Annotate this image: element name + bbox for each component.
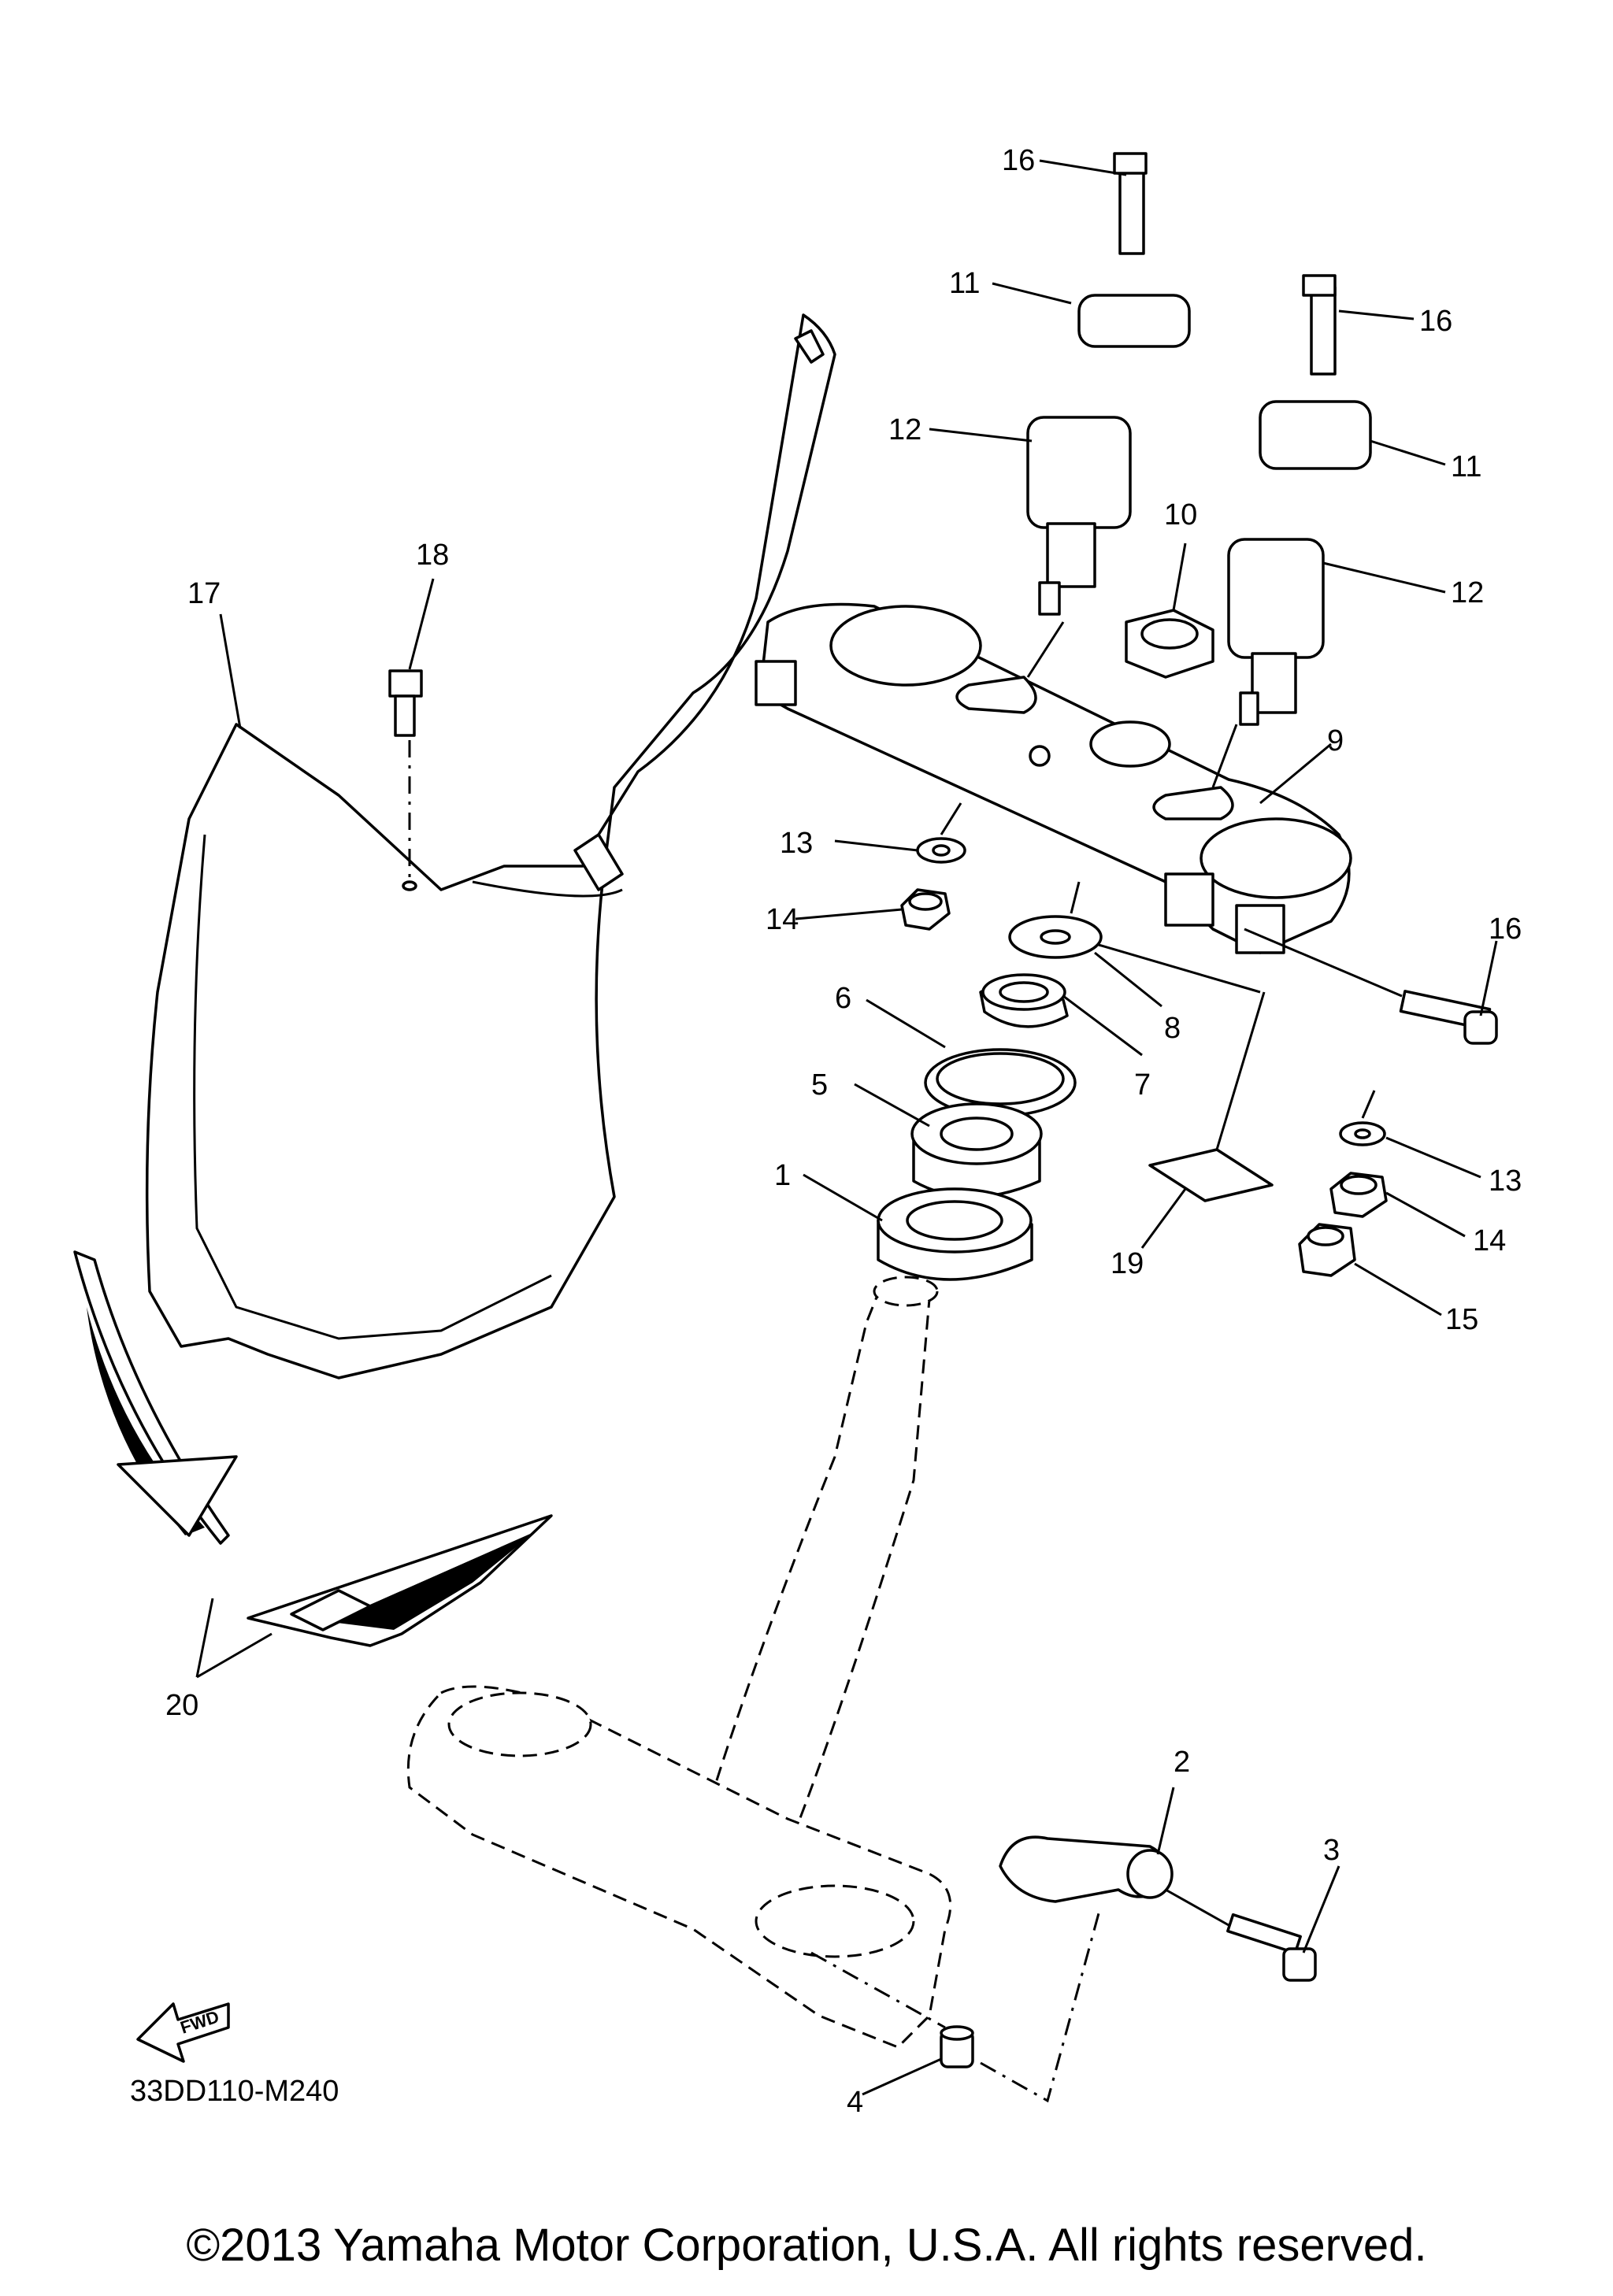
fwd-arrow-icon: FWD [136, 2002, 230, 2063]
callout-14a: 14 [766, 903, 799, 936]
washer-13-upper [916, 802, 966, 864]
bolt-3 [1165, 1888, 1317, 1982]
clamp-right [1211, 274, 1372, 788]
callout-3: 3 [1323, 1834, 1340, 1867]
callout-16a: 16 [1002, 144, 1035, 177]
callout-9: 9 [1327, 724, 1344, 757]
seal-6 [924, 1048, 1077, 1117]
callout-labels: 16 11 12 16 11 12 10 9 13 14 6 8 7 5 1 1… [165, 144, 1522, 2119]
callout-12b: 12 [1451, 576, 1484, 609]
bearing-5 [910, 1102, 1043, 1198]
bolt-16-side [1244, 928, 1498, 1045]
diagram-code: 33DD110-M240 [130, 2075, 339, 2108]
upper-bracket [755, 602, 1352, 954]
leader-lines [195, 159, 1498, 2096]
callout-17: 17 [187, 577, 221, 610]
steering-nut-10 [1125, 609, 1214, 679]
callout-11b: 11 [1451, 450, 1481, 483]
clamp-2 [999, 1787, 1175, 1903]
clamp-left [1026, 152, 1191, 678]
callout-13a: 13 [780, 827, 813, 860]
number-plate [145, 313, 836, 1379]
spacer-4 [940, 1913, 1100, 2103]
callout-13b: 13 [1489, 1165, 1522, 1198]
callout-14b: 14 [1473, 1224, 1506, 1257]
callout-16c: 16 [1489, 913, 1522, 946]
copyright-notice: ©2013 Yamaha Motor Corporation, U.S.A. A… [186, 2220, 1427, 2271]
ring-nut-7 [979, 973, 1069, 1028]
label-19 [1098, 943, 1274, 1202]
callout-10: 10 [1164, 498, 1197, 531]
callout-2: 2 [1174, 1746, 1190, 1779]
washer-13-lower [1339, 1090, 1386, 1146]
nut-14-upper [900, 888, 951, 931]
callout-4: 4 [847, 2086, 863, 2119]
callout-7: 7 [1134, 1068, 1151, 1102]
callout-15: 15 [1445, 1303, 1478, 1336]
callout-18: 18 [416, 539, 449, 572]
callout-19: 19 [1111, 1247, 1144, 1280]
nut-14-lower [1329, 1172, 1388, 1218]
steering-stem [406, 1276, 952, 2049]
washer-8 [1008, 881, 1103, 959]
callout-6: 6 [835, 982, 851, 1015]
nut-15 [1298, 1223, 1356, 1277]
callout-20: 20 [165, 1689, 198, 1722]
bolt-18 [388, 669, 423, 891]
callout-8: 8 [1164, 1012, 1181, 1045]
callout-1: 1 [774, 1159, 791, 1192]
bearing-1 [877, 1187, 1033, 1281]
callout-5: 5 [811, 1068, 828, 1102]
callout-12a: 12 [888, 413, 921, 446]
callout-11a: 11 [949, 267, 980, 300]
callout-16b: 16 [1419, 305, 1452, 338]
graphics-decals [73, 1250, 553, 1647]
